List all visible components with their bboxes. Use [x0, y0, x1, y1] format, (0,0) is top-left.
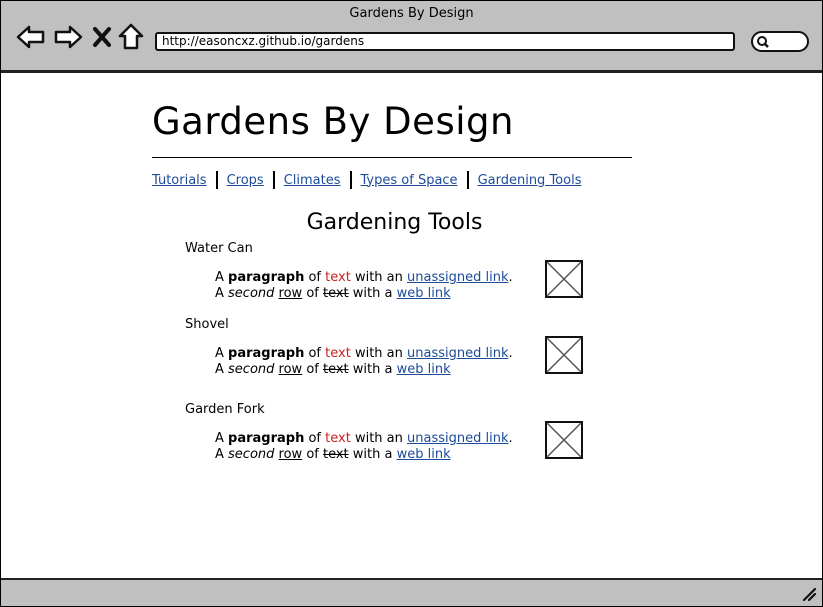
resize-grip-icon[interactable]: [801, 586, 817, 602]
section-title: Gardening Tools: [306, 210, 483, 235]
title-divider: [152, 157, 632, 158]
nav-separator: [349, 171, 352, 189]
nav-link-crops[interactable]: Crops: [226, 172, 264, 188]
url-input[interactable]: http://easoncxz.github.io/gardens: [155, 32, 735, 51]
nav-separator: [272, 171, 275, 189]
image-placeholder-icon: [545, 336, 583, 374]
item-title-shovel: Shovel: [185, 317, 229, 332]
page-title: Gardens By Design: [152, 100, 514, 143]
web-link[interactable]: web link: [396, 286, 451, 301]
unassigned-link[interactable]: unassigned link: [407, 431, 509, 446]
forward-arrow-icon[interactable]: [52, 23, 84, 51]
nav-link-gardening-tools[interactable]: Gardening Tools: [477, 172, 582, 188]
window-title: Gardens By Design: [349, 6, 474, 21]
item-description: A paragraph of text with an unassigned l…: [215, 270, 513, 301]
nav-separator: [466, 171, 469, 189]
web-link[interactable]: web link: [396, 362, 451, 377]
item-description: A paragraph of text with an unassigned l…: [215, 431, 513, 462]
item-title-garden-fork: Garden Fork: [185, 402, 265, 417]
page-content: Gardens By Design Tutorials Crops Climat…: [1, 73, 822, 578]
search-icon: [757, 36, 769, 48]
nav-link-types-of-space[interactable]: Types of Space: [360, 172, 458, 188]
browser-toolbar: Gardens By Design http://easoncxz.github…: [1, 1, 822, 73]
nav-link-tutorials[interactable]: Tutorials: [152, 172, 207, 188]
web-link[interactable]: web link: [396, 447, 451, 462]
status-bar: [1, 578, 822, 606]
nav-separator: [215, 171, 218, 189]
main-nav: Tutorials Crops Climates Types of Space …: [152, 171, 581, 189]
unassigned-link[interactable]: unassigned link: [407, 270, 509, 285]
home-icon[interactable]: [117, 23, 145, 51]
back-arrow-icon[interactable]: [15, 23, 47, 51]
unassigned-link[interactable]: unassigned link: [407, 346, 509, 361]
item-description: A paragraph of text with an unassigned l…: [215, 346, 513, 377]
close-icon[interactable]: [91, 23, 113, 51]
image-placeholder-icon: [545, 421, 583, 459]
search-input[interactable]: [751, 31, 809, 52]
item-title-water-can: Water Can: [185, 241, 253, 256]
nav-link-climates[interactable]: Climates: [283, 172, 341, 188]
image-placeholder-icon: [545, 260, 583, 298]
